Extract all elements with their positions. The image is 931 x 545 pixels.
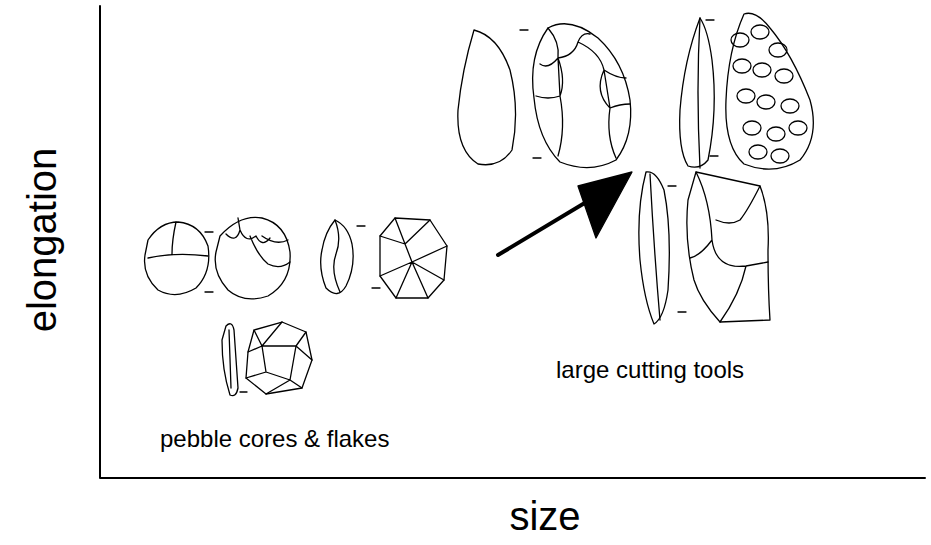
flake-scar (749, 145, 767, 159)
flake-scar (733, 59, 751, 73)
flake-scar (753, 63, 771, 77)
flake-scar (751, 25, 769, 39)
arrow-head (578, 172, 632, 238)
flake-scar (757, 95, 775, 109)
flake-scar (743, 121, 761, 135)
axis-label: elongation (22, 148, 62, 333)
flake-scar (771, 149, 789, 163)
pebble-tools (145, 217, 447, 395)
group-label: pebble cores & flakes (160, 427, 389, 451)
group-label: large cutting tools (556, 358, 744, 382)
flake-scar (775, 69, 793, 83)
flake-scar (781, 99, 799, 113)
trend-arrow (498, 195, 598, 255)
axis-label: size (509, 496, 580, 536)
large-cutting-tools (458, 13, 813, 324)
flake-scar (789, 121, 807, 135)
axes (100, 6, 925, 478)
flake-scar (731, 33, 749, 47)
flake-scar (767, 127, 785, 141)
flake-scar (737, 89, 755, 103)
flake-scar (769, 43, 787, 57)
